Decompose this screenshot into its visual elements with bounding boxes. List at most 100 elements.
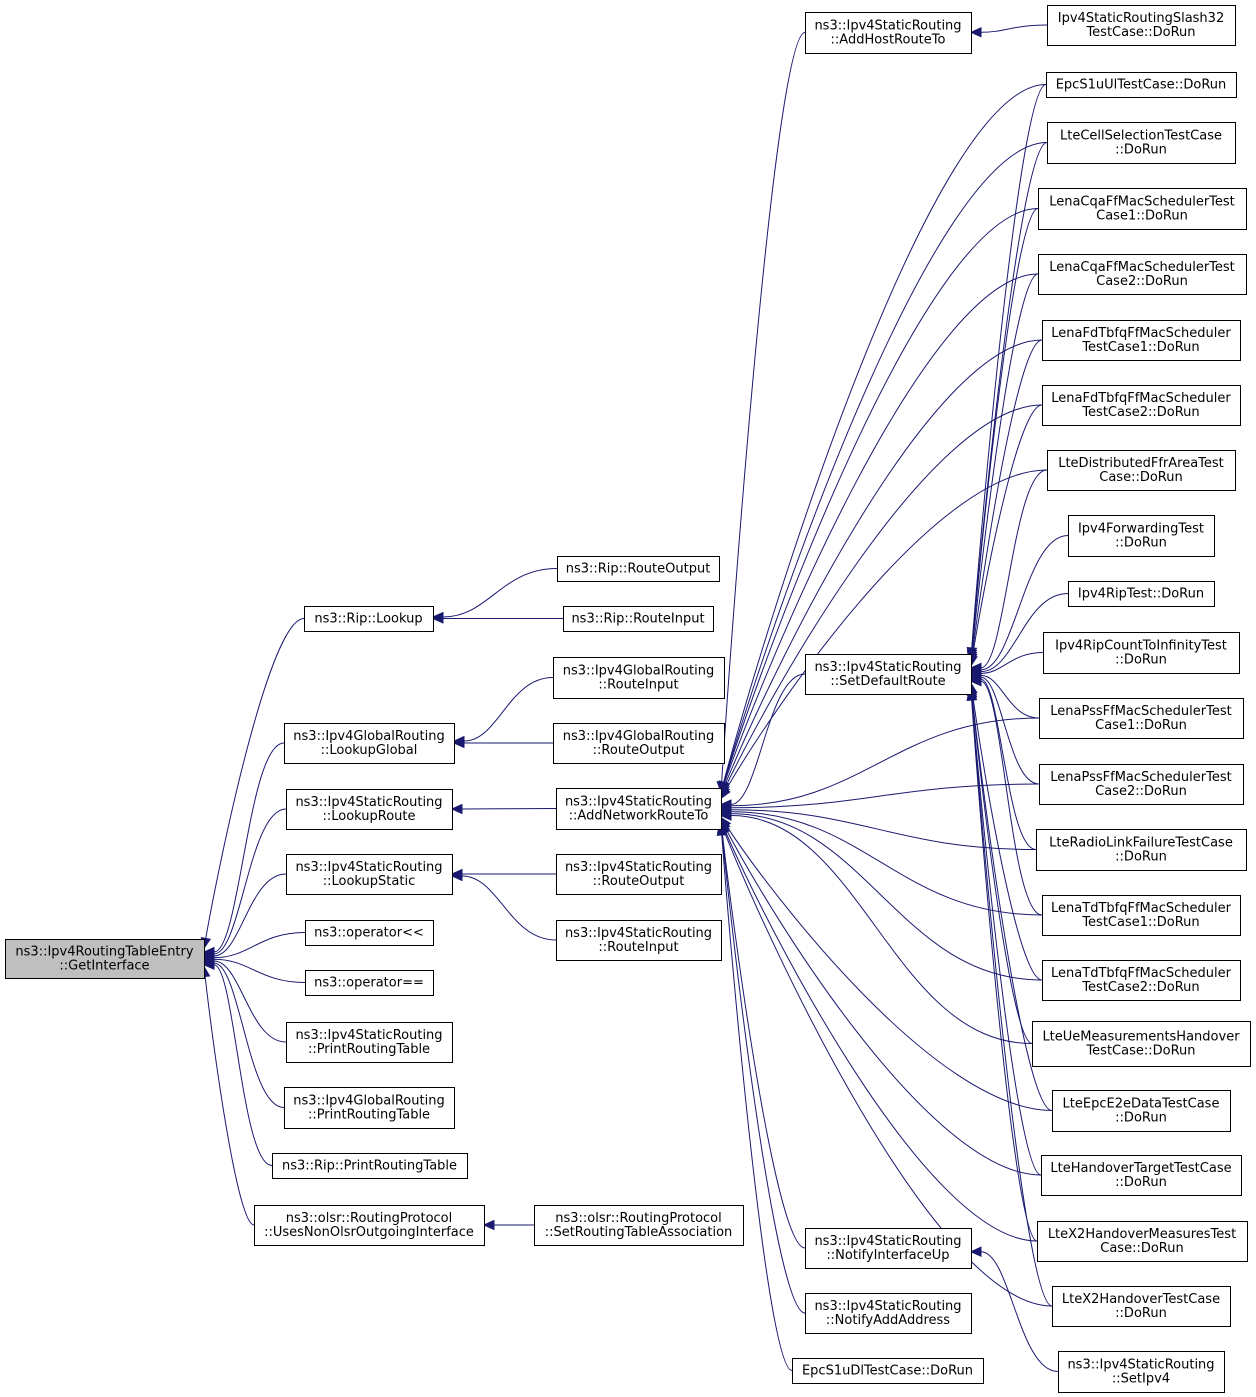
graph-node-ipv4-fwd[interactable]: Ipv4ForwardingTest::DoRun <box>1068 515 1215 557</box>
graph-node-olsr-uses[interactable]: ns3::olsr::RoutingProtocol::UsesNonOlsrO… <box>254 1205 485 1246</box>
edge-line <box>723 84 1047 783</box>
node-label: LteEpcE2eDataTestCase <box>1063 1097 1220 1112</box>
edge-line <box>730 813 1043 981</box>
node-label: ns3::Ipv4StaticRouting <box>1067 1358 1214 1373</box>
graph-node-static-route-input[interactable]: ns3::Ipv4StaticRouting::RouteInput <box>556 920 722 961</box>
node-label-line-2: ::LookupRoute <box>322 809 415 824</box>
node-label: LenaTdTbfqFfMacScheduler <box>1051 901 1232 916</box>
arrowhead-icon <box>966 688 978 701</box>
node-box <box>556 854 722 895</box>
graph-node-op-eq[interactable]: ns3::operator== <box>305 970 434 996</box>
node-label-line-2: ::DoRun <box>1115 143 1167 158</box>
call-edge-fdtbfq2-to-static-set-default <box>967 404 1043 668</box>
call-edge-rip-lookup-to-root <box>200 618 305 950</box>
graph-node-static-set-default[interactable]: ns3::Ipv4StaticRouting::SetDefaultRoute <box>805 654 972 695</box>
node-label-line-2: TestCase1::DoRun <box>1081 915 1199 930</box>
node-label-line-2: Case1::DoRun <box>1095 718 1187 733</box>
graph-node-static-add-host[interactable]: ns3::Ipv4StaticRouting::AddHostRouteTo <box>805 12 972 54</box>
graph-node-rip-lookup[interactable]: ns3::Rip::Lookup <box>304 606 434 632</box>
node-label: LenaFdTbfqFfMacScheduler <box>1051 391 1231 406</box>
node-label-line-2: ::DoRun <box>1115 536 1167 551</box>
graph-node-ipv4-rip[interactable]: Ipv4RipTest::DoRun <box>1068 581 1215 607</box>
call-edge-rip-route-input-to-rip-lookup <box>431 613 563 624</box>
graph-node-rip-route-output[interactable]: ns3::Rip::RouteOutput <box>557 556 720 582</box>
edge-line <box>980 652 1044 674</box>
node-label: LteRadioLinkFailureTestCase <box>1049 836 1233 851</box>
graph-node-global-print[interactable]: ns3::Ipv4GlobalRouting::PrintRoutingTabl… <box>284 1087 455 1129</box>
node-box <box>534 1205 744 1246</box>
graph-node-static-add-network[interactable]: ns3::Ipv4StaticRouting::AddNetworkRouteT… <box>556 788 722 830</box>
node-label-line-2: TestCase2::DoRun <box>1081 980 1199 995</box>
edge-line <box>980 469 1048 669</box>
call-edge-ipv4-rip-count-to-static-set-default <box>969 652 1044 679</box>
graph-node-ipv4-rip-count[interactable]: Ipv4RipCountToInfinityTest::DoRun <box>1043 632 1240 674</box>
graph-node-epc-s1u-dl[interactable]: EpcS1uDlTestCase::DoRun <box>792 1358 984 1384</box>
node-box <box>1041 1155 1242 1196</box>
node-box <box>1047 450 1236 491</box>
edge-line <box>971 696 1053 1111</box>
graph-node-global-route-output[interactable]: ns3::Ipv4GlobalRouting::RouteOutput <box>553 723 725 764</box>
graph-node-lte-rlf[interactable]: LteRadioLinkFailureTestCase::DoRun <box>1036 829 1247 871</box>
graph-node-global-lookup[interactable]: ns3::Ipv4GlobalRouting::LookupGlobal <box>284 723 455 764</box>
node-label: ns3::Ipv4GlobalRouting <box>563 729 714 744</box>
graph-node-op-stream[interactable]: ns3::operator<< <box>305 920 434 946</box>
graph-node-static-lookup-route[interactable]: ns3::Ipv4StaticRouting::LookupRoute <box>286 789 453 830</box>
call-edge-global-lookup-to-root <box>202 742 285 958</box>
graph-node-lte-cell-sel[interactable]: LteCellSelectionTestCase::DoRun <box>1047 122 1236 164</box>
graph-node-lte-ho-target[interactable]: LteHandoverTargetTestCase::DoRun <box>1041 1155 1242 1196</box>
call-edge-cqa2-to-static-set-default <box>966 273 1039 664</box>
graph-node-static-route-output[interactable]: ns3::Ipv4StaticRouting::RouteOutput <box>556 854 722 895</box>
graph-node-rip-print[interactable]: ns3::Rip::PrintRoutingTable <box>272 1153 468 1179</box>
call-edges <box>199 24 1069 1372</box>
node-label-line-2: ::GetInterface <box>59 959 149 974</box>
graph-node-lte-x2-ho[interactable]: LteX2HandoverTestCase::DoRun <box>1052 1286 1231 1327</box>
graph-node-static-set-ipv4[interactable]: ns3::Ipv4StaticRouting::SetIpv4 <box>1058 1351 1225 1393</box>
graph-node-static-lookup-static[interactable]: ns3::Ipv4StaticRouting::LookupStatic <box>286 854 453 895</box>
graph-node-root[interactable]: ns3::Ipv4RoutingTableEntry::GetInterface <box>5 939 205 979</box>
edge-line <box>972 404 1043 657</box>
edge-line <box>463 677 554 742</box>
node-box <box>1039 698 1244 739</box>
node-label: EpcS1uUlTestCase::DoRun <box>1056 78 1227 93</box>
node-box <box>556 788 722 830</box>
graph-node-epc-s1u-ul[interactable]: EpcS1uUlTestCase::DoRun <box>1046 72 1237 98</box>
edge-line <box>971 693 1043 981</box>
node-label-line-2: ::SetRoutingTableAssociation <box>545 1225 733 1240</box>
graph-node-static-notify-addr[interactable]: ns3::Ipv4StaticRouting::NotifyAddAddress <box>805 1293 972 1334</box>
node-label-line-2: ::RouteInput <box>598 940 678 955</box>
node-label: ns3::Ipv4GlobalRouting <box>563 664 714 679</box>
node-label: LteX2HandoverTestCase <box>1062 1292 1220 1307</box>
graph-node-lte-epc-e2e[interactable]: LteEpcE2eDataTestCase::DoRun <box>1052 1090 1231 1132</box>
edge-line <box>730 673 806 805</box>
node-label: ns3::Rip::RouteOutput <box>566 562 711 577</box>
graph-node-olsr-set-assoc[interactable]: ns3::olsr::RoutingProtocol::SetRoutingTa… <box>534 1205 744 1246</box>
node-label-line-2: ::LookupStatic <box>323 874 415 889</box>
node-label-line-2: TestCase2::DoRun <box>1081 405 1199 420</box>
node-box <box>305 970 434 996</box>
graph-node-rip-route-input[interactable]: ns3::Rip::RouteInput <box>563 606 714 632</box>
node-label: ns3::Ipv4StaticRouting <box>295 795 442 810</box>
node-label-line-2: Case2::DoRun <box>1095 784 1187 799</box>
node-label-line-2: ::RouteOutput <box>593 874 685 889</box>
node-label: Ipv4StaticRoutingSlash32 <box>1058 11 1224 26</box>
edge-line <box>724 832 1053 1307</box>
edge-line <box>213 808 287 955</box>
graph-node-global-route-input[interactable]: ns3::Ipv4GlobalRouting::RouteInput <box>553 657 725 699</box>
node-box <box>284 723 455 764</box>
node-box <box>286 789 453 830</box>
node-label: ns3::Ipv4StaticRouting <box>814 660 961 675</box>
graph-node-static-print[interactable]: ns3::Ipv4StaticRouting::PrintRoutingTabl… <box>286 1022 453 1063</box>
graph-node-static-notify-up[interactable]: ns3::Ipv4StaticRouting::NotifyInterfaceU… <box>805 1228 972 1269</box>
